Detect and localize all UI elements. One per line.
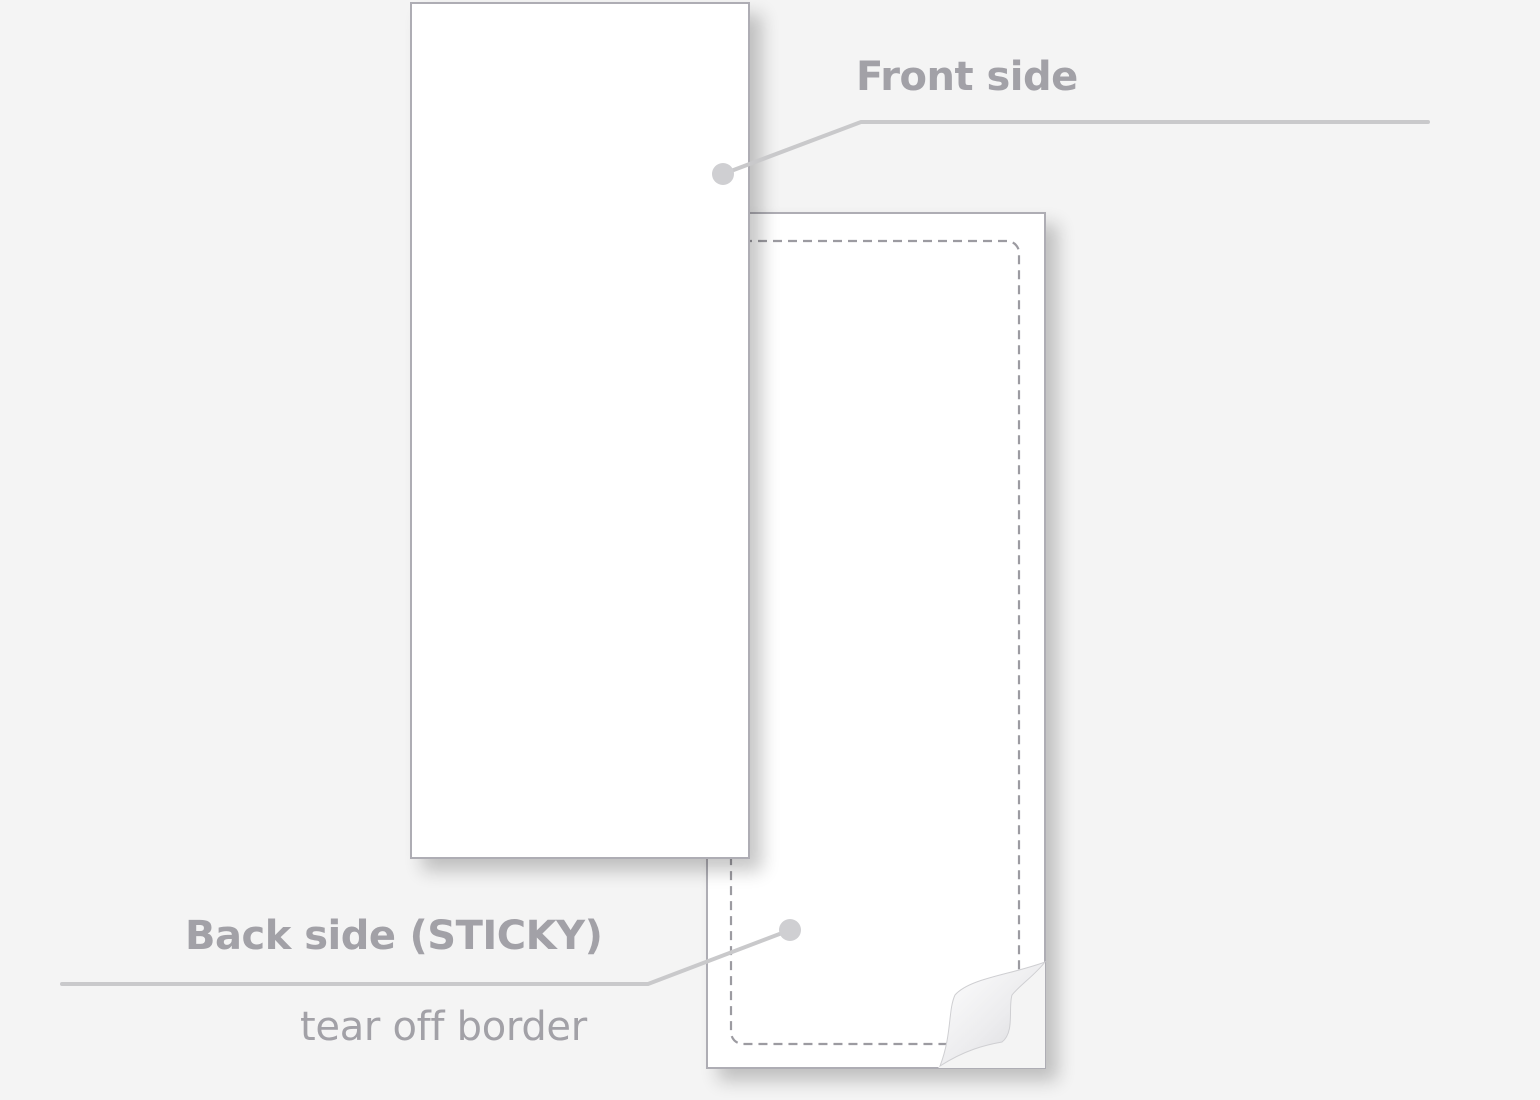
tear-off-border-label: tear off border <box>300 1004 587 1050</box>
front-side-leader <box>712 120 1430 185</box>
back-side-text: Back side <box>185 913 396 959</box>
sticky-text: (STICKY) <box>409 913 603 959</box>
back-side-label: Back side (STICKY) <box>185 913 603 959</box>
back-side-sheet <box>706 212 1046 1069</box>
front-side-label: Front side <box>856 54 1078 100</box>
front-side-sheet <box>410 2 750 859</box>
back-side-leader <box>60 919 801 986</box>
peeled-corner-icon <box>938 960 1047 1068</box>
